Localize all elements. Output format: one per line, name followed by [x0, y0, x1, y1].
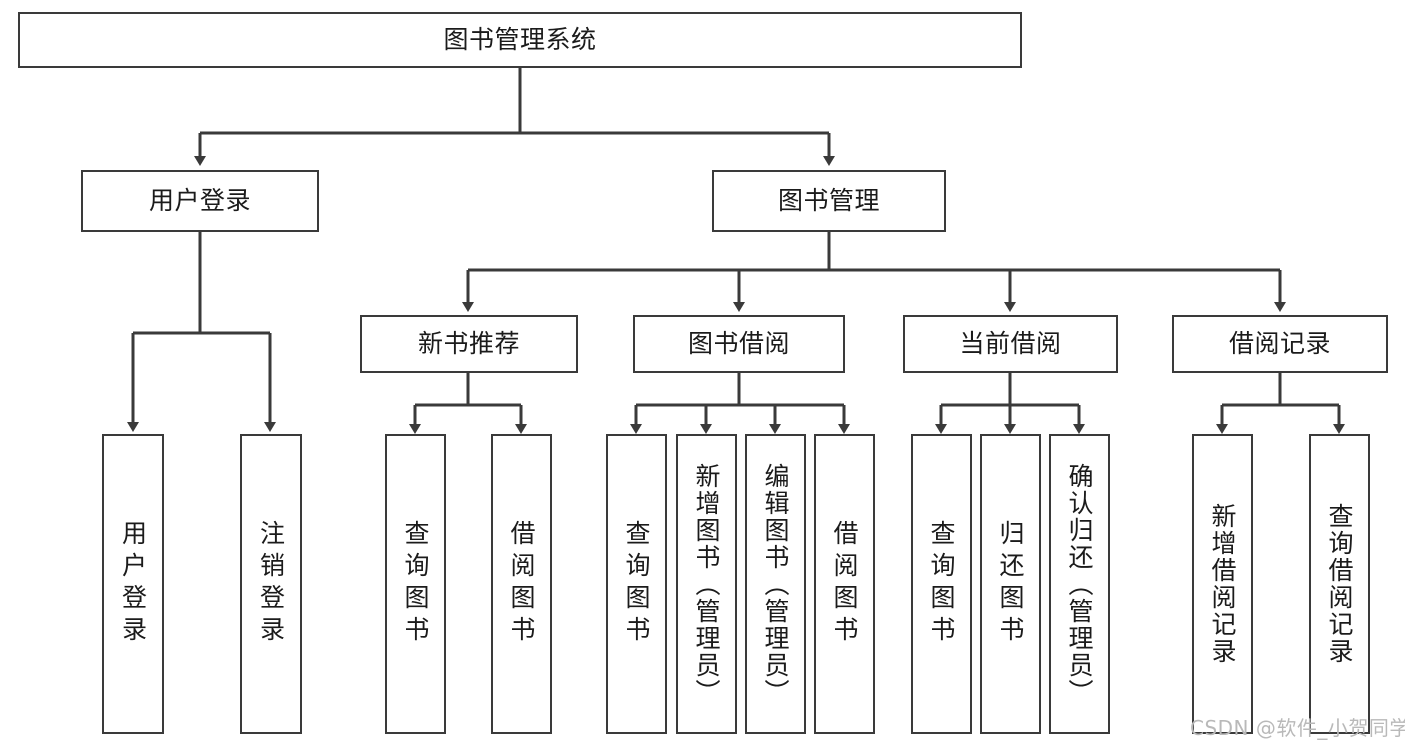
- leaf-query-book-borrow[interactable]: 查询图书: [606, 434, 667, 734]
- leaf-query-borrow-record[interactable]: 查询借阅记录: [1309, 434, 1370, 734]
- node-label: 新书推荐: [417, 329, 520, 358]
- node-label: 用户登录: [148, 186, 251, 215]
- leaf-logout[interactable]: 注销登录: [240, 434, 302, 734]
- node-label: 新增借阅记录: [1208, 503, 1237, 665]
- leaf-borrow-book[interactable]: 借阅图书: [814, 434, 875, 734]
- node-label: 图书借阅: [687, 329, 790, 358]
- node-label: 用户登录: [118, 520, 148, 648]
- leaf-query-book-recommend[interactable]: 查询图书: [385, 434, 446, 734]
- node-label: 图书管理系统: [443, 25, 597, 54]
- node-label: 编辑图书（管理员）: [761, 462, 790, 706]
- node-label: 注销登录: [256, 520, 286, 648]
- node-label: 借阅图书: [830, 520, 859, 648]
- leaf-borrow-book-recommend[interactable]: 借阅图书: [491, 434, 552, 734]
- node-user-login[interactable]: 用户登录: [81, 170, 319, 232]
- leaf-edit-book-admin[interactable]: 编辑图书（管理员）: [745, 434, 806, 734]
- node-label: 确认归还（管理员）: [1065, 462, 1094, 706]
- node-book-management[interactable]: 图书管理: [712, 170, 946, 232]
- node-current-borrow[interactable]: 当前借阅: [903, 315, 1118, 373]
- leaf-query-book-current[interactable]: 查询图书: [911, 434, 972, 734]
- node-label: 查询图书: [927, 520, 956, 648]
- node-label: 查询图书: [622, 520, 651, 648]
- leaf-add-borrow-record[interactable]: 新增借阅记录: [1192, 434, 1253, 734]
- leaf-return-book[interactable]: 归还图书: [980, 434, 1041, 734]
- node-root-book-management-system[interactable]: 图书管理系统: [18, 12, 1022, 68]
- node-borrow-record[interactable]: 借阅记录: [1172, 315, 1388, 373]
- node-label: 新增图书（管理员）: [692, 462, 721, 706]
- watermark: CSDN @软件_小贺同学: [1190, 716, 1405, 740]
- node-book-borrow[interactable]: 图书借阅: [633, 315, 845, 373]
- node-label: 当前借阅: [959, 329, 1062, 358]
- node-label: 查询图书: [401, 520, 430, 648]
- node-label: 查询借阅记录: [1325, 503, 1354, 665]
- leaf-user-login[interactable]: 用户登录: [102, 434, 164, 734]
- leaf-confirm-return-admin[interactable]: 确认归还（管理员）: [1049, 434, 1110, 734]
- leaf-add-book-admin[interactable]: 新增图书（管理员）: [676, 434, 737, 734]
- node-label: 借阅图书: [507, 520, 536, 648]
- node-new-book-recommend[interactable]: 新书推荐: [360, 315, 578, 373]
- node-label: 归还图书: [996, 520, 1025, 648]
- node-label: 借阅记录: [1228, 329, 1331, 358]
- node-label: 图书管理: [777, 186, 880, 215]
